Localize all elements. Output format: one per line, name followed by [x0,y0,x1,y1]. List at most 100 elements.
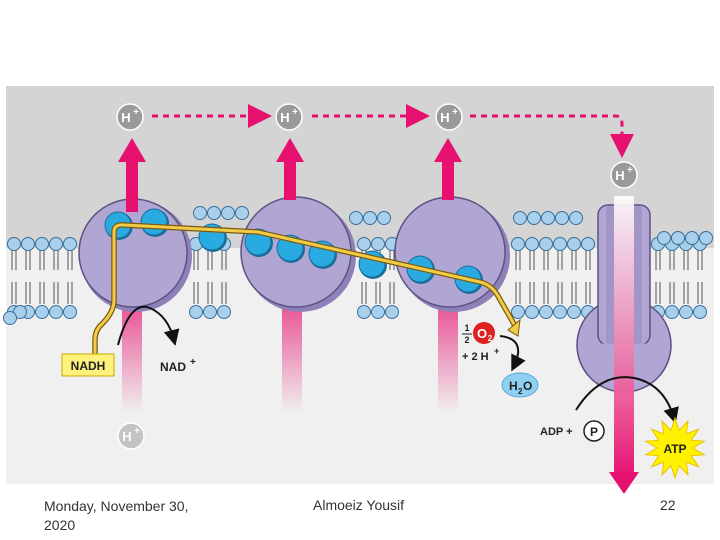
half-denominator: 2 [464,335,469,345]
phospholipid-top [363,211,377,225]
proton-label: H [280,110,289,125]
proton-label: H [440,110,449,125]
phospholipid-bottom [217,282,231,319]
electron-path-fill [93,223,516,364]
nad-charge: + [190,357,196,368]
phospholipid-top [207,206,221,220]
phosphate-label: P [590,425,598,439]
phospholipid-top [377,211,391,225]
phospholipid-top [569,211,583,225]
phospholipid-bottom [385,282,399,319]
proton-label: H [121,110,130,125]
water-label: H [509,379,518,393]
water-oxygen: O [523,379,532,393]
proton-pump-arrow-3 [434,138,462,200]
proton-inflow-trail-2 [282,305,302,413]
adp-label: ADP + [540,426,573,438]
nad-label: NAD [160,360,186,374]
phospholipid-top [193,206,207,220]
footer-date: Monday, November 30, 2020 [44,498,189,533]
phospholipid-top [685,231,699,245]
proton-label: H [615,168,624,183]
plus-2h-charge: + [494,346,499,356]
electron-path-arrowhead [507,318,521,337]
phospholipid-bottom [525,282,539,319]
phospholipid-bottom [511,282,525,319]
nadh-conversion-arrow [117,305,180,346]
phospholipid-bottom [693,282,707,319]
nadh-box [61,353,115,377]
phospholipid-top [513,211,527,225]
half-numerator: 1 [464,323,469,333]
phospholipid-bottom [371,282,385,319]
footer-author: Almoeiz Yousif [313,497,405,513]
phospholipid-top [49,237,63,270]
oxygen-label: O [477,326,487,341]
atp-star [644,416,706,480]
phospholipid-top [35,237,49,270]
footer-page-number: 22 [660,497,676,513]
phospholipid-top [553,237,567,270]
proton-gradient-arrow-3 [470,114,634,158]
phospholipid-top [525,237,539,270]
phospholipid-bottom [63,282,77,319]
phospholipid-top [539,237,553,270]
phospholipid-top [349,211,363,225]
nadh-label: NADH [71,359,106,373]
proton-badge-4: H + [610,161,638,189]
phospholipid-top [581,237,595,270]
inner-membrane-bilayer [3,206,713,325]
electron-carrier [140,208,169,237]
proton-badge-2: H + [275,103,303,131]
phospholipid-bottom [357,282,371,319]
phospholipid-top [541,211,555,225]
oxygen-reduction-arrow [499,335,526,372]
phospholipid-top [235,206,249,220]
proton-label: H [122,429,131,444]
phospholipid-bottom [189,282,203,319]
phospholipid-bottom [203,282,217,319]
proton-badge-5: H + [117,422,145,450]
atp-synthase-proton-arrowhead [609,472,639,494]
proton-charge: + [134,426,140,437]
phospholipid-bottom [665,282,679,319]
proton-badge-3: H + [435,103,463,131]
phospholipid-bottom [35,282,49,319]
proton-pump-arrow-2 [276,138,304,200]
proton-charge: + [133,107,139,118]
proton-charge: + [627,165,633,176]
water-molecule [501,372,539,398]
phospholipid-top [671,231,685,245]
phospholipid-bottom [679,282,693,319]
phospholipid-top [63,237,77,270]
phospholipid-bottom [553,282,567,319]
water-subscript: 2 [518,387,523,396]
phosphate-circle [583,420,605,442]
phospholipid-top [3,311,17,325]
phospholipid-top [657,231,671,245]
phospholipid-top [699,231,713,245]
proton-badge-1: H + [116,103,144,131]
oxygen-molecule [473,322,495,344]
phospholipid-top [527,211,541,225]
complex-1 [78,198,192,312]
proton-charge: + [292,107,298,118]
atp-synthase-proton-channel [614,196,634,480]
atp-label: ATP [663,442,686,456]
proton-charge: + [452,107,458,118]
phospholipid-bottom [567,282,581,319]
proton-inflow-trail-3 [438,305,458,413]
atp-synthesis-arrow [575,376,679,424]
phospholipid-top [221,206,235,220]
phospholipid-top [511,237,525,270]
phospholipid-top [567,237,581,270]
proton-inflow-trail-1 [122,305,142,413]
oxygen-subscript: 2 [488,334,493,343]
phospholipid-top [21,237,35,270]
phospholipid-top [555,211,569,225]
phospholipid-top [7,237,21,270]
phospholipid-bottom [539,282,553,319]
plus-2h-label: + 2 H [462,351,489,363]
phospholipid-bottom [49,282,63,319]
